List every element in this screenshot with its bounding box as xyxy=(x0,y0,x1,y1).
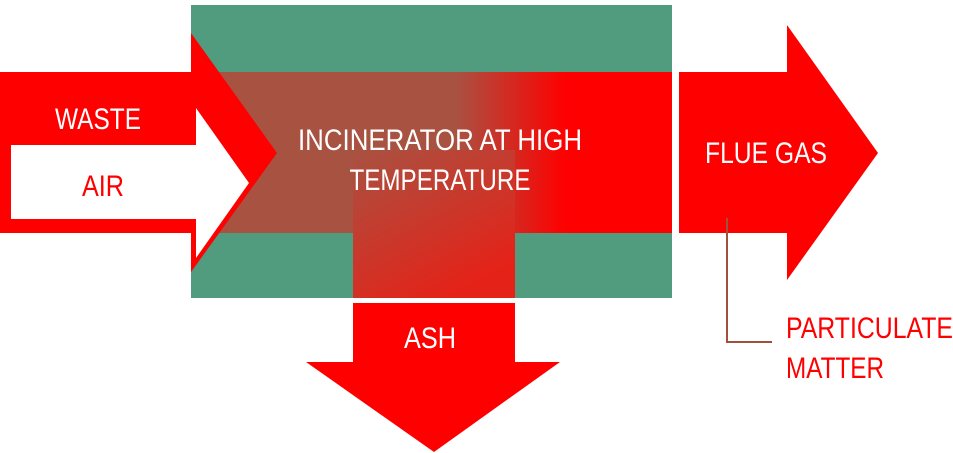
ash-arrow xyxy=(306,303,560,452)
incinerator-label-line2: TEMPERATURE xyxy=(350,164,531,197)
particulate-label-line2: MATTER xyxy=(786,352,884,385)
air-input-arrow xyxy=(11,108,249,258)
particulate-leader-line xyxy=(726,218,772,343)
incinerator-ash-column xyxy=(353,150,515,298)
particulate-label-line1: PARTICULATE xyxy=(786,312,953,345)
air-label: AIR xyxy=(82,170,124,203)
waste-label: WASTE xyxy=(55,103,141,136)
ash-label: ASH xyxy=(404,322,456,355)
flue-gas-label: FLUE GAS xyxy=(705,137,827,170)
flue-gas-arrow xyxy=(679,25,878,280)
waste-input-arrow xyxy=(0,33,277,272)
incinerator-label-line1: INCINERATOR AT HIGH xyxy=(298,124,582,157)
